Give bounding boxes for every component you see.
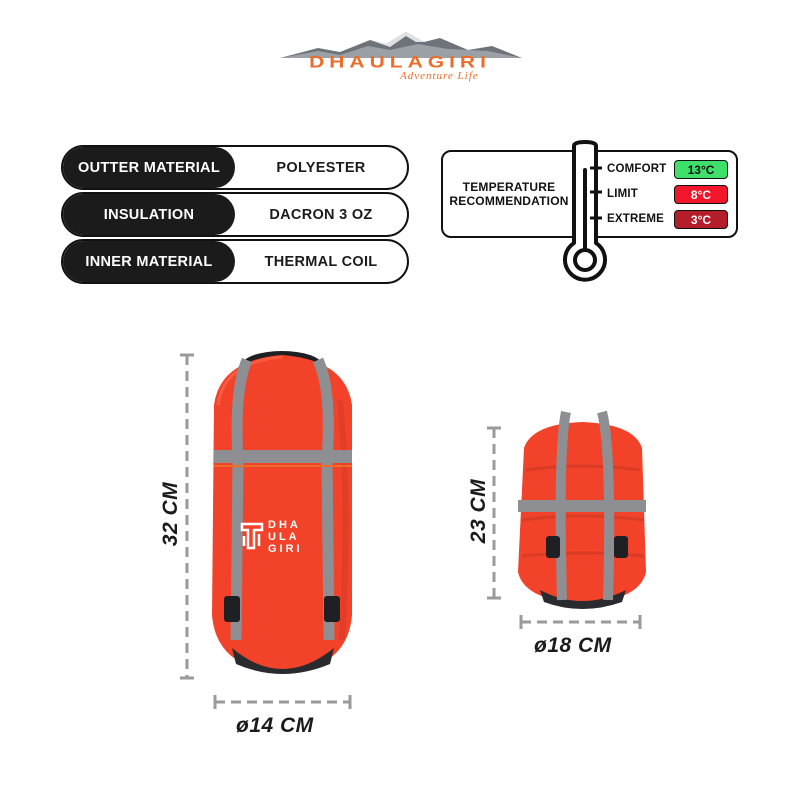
temp-badge-extreme: 3°C (674, 210, 728, 229)
dimension-ticks (180, 353, 642, 709)
brand-logo: DHAULAGIRI Adventure Life (278, 30, 524, 82)
spec-value: THERMAL COIL (264, 253, 378, 270)
brand-wordmark: DHAULAGIRI (309, 53, 491, 72)
thermometer-icon (563, 140, 607, 282)
spec-value: POLYESTER (276, 159, 366, 176)
spec-label: INNER MATERIAL (63, 241, 235, 282)
spec-row-insulation: INSULATION DACRON 3 OZ (61, 192, 409, 237)
temperature-title: TEMPERATURE RECOMMENDATION (449, 180, 569, 208)
spec-label: INSULATION (63, 194, 235, 235)
stuff-sack-compressed (518, 410, 646, 609)
brand-tagline: Adventure Life (400, 70, 479, 82)
spec-value: DACRON 3 OZ (269, 206, 373, 223)
bag-print-line: GIRI (268, 543, 303, 555)
temp-label-extreme: EXTREME (607, 213, 664, 225)
temp-badge-comfort: 13°C (674, 160, 728, 179)
spec-label: OUTTER MATERIAL (63, 147, 235, 188)
temp-badge-limit: 8°C (674, 185, 728, 204)
bag-print-line: DHA (268, 519, 301, 531)
spec-row-inner-material: INNER MATERIAL THERMAL COIL (61, 239, 409, 284)
temp-label-comfort: COMFORT (607, 163, 667, 175)
bag-print-line: ULA (268, 531, 300, 543)
diameter-label-large: ø14 CM (236, 714, 314, 737)
diameter-label-compressed: ø18 CM (534, 634, 612, 657)
brand-mark-icon (240, 522, 264, 550)
mountain-logo-icon (280, 32, 522, 58)
dimension-lines (185, 355, 640, 704)
bag-brand-print: DHA ULA GIRI (240, 518, 320, 562)
stuff-sack-large (212, 351, 352, 674)
temp-label-limit: LIMIT (607, 188, 639, 200)
spec-row-outer-material: OUTTER MATERIAL POLYESTER (61, 145, 409, 190)
height-label-compressed: 23 CM (467, 478, 490, 544)
height-label-large: 32 CM (159, 481, 182, 547)
